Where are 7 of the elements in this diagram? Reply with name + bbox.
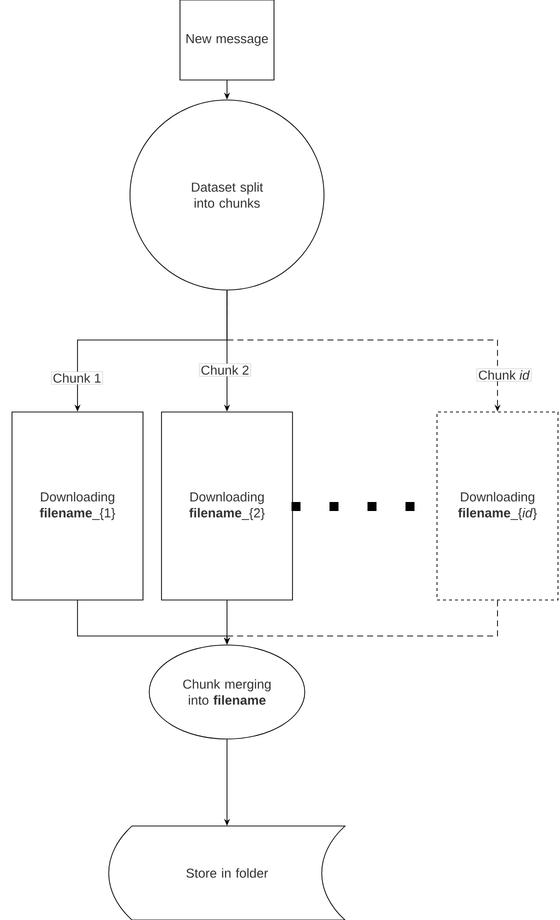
process-box: Downloading filename_{2} xyxy=(161,412,293,600)
edge-label: Chunk id xyxy=(476,368,532,382)
process-box: New message xyxy=(180,0,274,80)
process-box: Downloading filename_{1} xyxy=(12,412,144,600)
edge-label: Chunk 2 xyxy=(199,364,251,376)
process-box: Downloading filename_{id} xyxy=(436,412,558,600)
edge-label: Chunk 1 xyxy=(51,372,103,384)
